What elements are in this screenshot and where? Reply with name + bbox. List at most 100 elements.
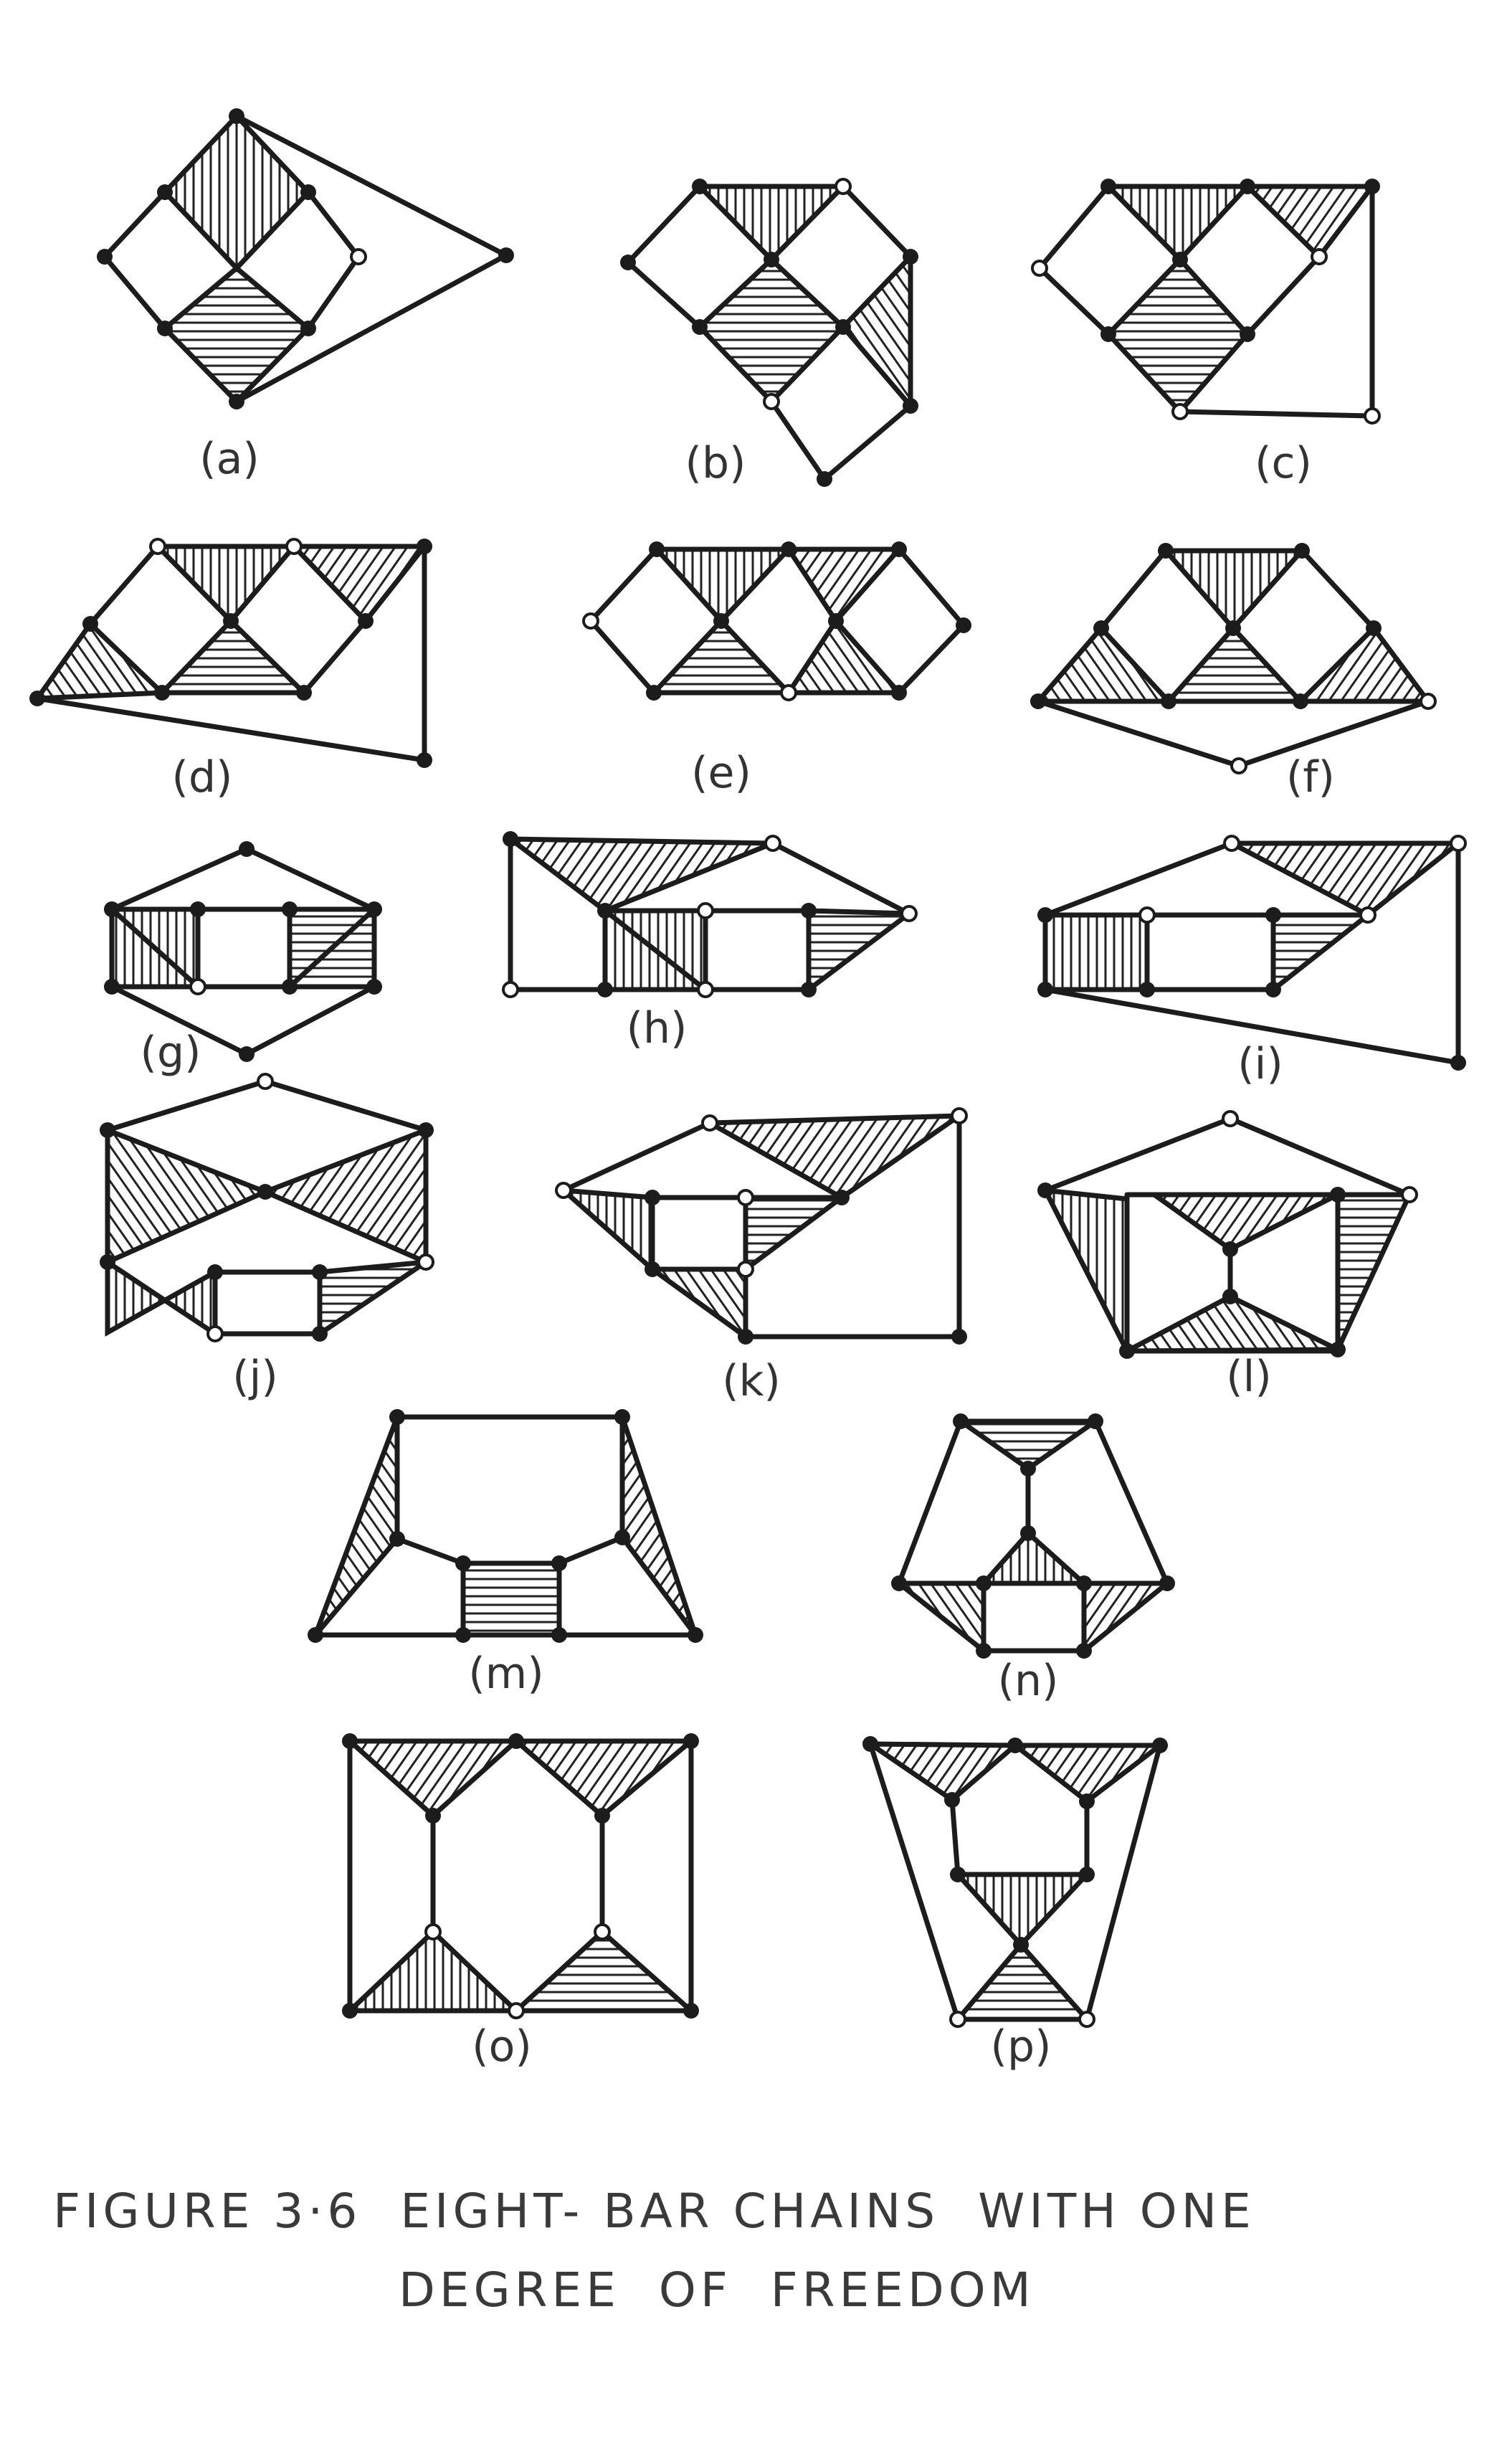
binary-link [1124, 1192, 1341, 1354]
ternary-link [1241, 184, 1378, 261]
binary-link [769, 400, 913, 482]
binary-link [867, 1743, 961, 2021]
chain-k [555, 1107, 968, 1345]
ternary-link [840, 250, 913, 413]
chain-label: (a) [199, 434, 260, 484]
ternary-link [287, 544, 430, 625]
ternary-link [556, 1187, 655, 1275]
ternary-link [1163, 624, 1306, 704]
ternary-link [700, 1113, 968, 1201]
ternary-link [862, 1741, 1022, 1803]
ternary-link [952, 1418, 1104, 1472]
chain-e [582, 541, 971, 701]
ternary-link [647, 617, 795, 696]
binary-link [703, 908, 812, 992]
chain-label: (e) [691, 748, 751, 798]
figure-caption-line-2: DEGREE OF FREEDOM [399, 2262, 1035, 2318]
ternary-link [105, 1126, 272, 1266]
binary-link [1037, 698, 1430, 769]
ternary-link [1102, 184, 1253, 264]
ternary-link [258, 1126, 429, 1266]
ternary-link [693, 184, 850, 263]
ternary-link [806, 908, 917, 995]
binary-link [625, 184, 702, 329]
ternary-link [313, 1416, 400, 1637]
chain-m [308, 1409, 703, 1643]
binary-link [302, 619, 368, 695]
chain-label: (m) [468, 1649, 543, 1699]
binary-link [1037, 184, 1111, 336]
ternary-link [619, 1416, 698, 1637]
chain-d [29, 538, 432, 768]
binary-link [588, 547, 659, 695]
chain-c [1031, 179, 1381, 425]
chain-label: (k) [722, 1356, 781, 1406]
binary-link [1044, 1116, 1411, 1198]
binary-link [562, 1120, 711, 1193]
chain-f [1030, 543, 1437, 774]
binary-link [102, 190, 167, 331]
figure-caption-line-1: FIGURE 3·6 EIGHT- BAR CHAINS WITH ONE [53, 2184, 1255, 2239]
chain-label: (i) [1237, 1039, 1283, 1089]
binary-link [1300, 549, 1376, 630]
ternary-link [1146, 1192, 1339, 1253]
binary-link [841, 184, 913, 259]
ternary-link [343, 1738, 523, 1819]
binary-link [650, 1195, 748, 1272]
ternary-link [1335, 1192, 1414, 1351]
ternary-link [1126, 1294, 1339, 1354]
chain-label: (h) [627, 1003, 688, 1053]
ternary-link [891, 1580, 986, 1656]
binary-link [897, 547, 966, 695]
chain-g [104, 841, 382, 1062]
binary-link [896, 1420, 964, 1585]
chain-b [620, 178, 918, 487]
ternary-link [784, 546, 905, 625]
chain-label: (g) [141, 1028, 201, 1078]
ternary-link [696, 256, 847, 406]
ternary-link [1294, 624, 1433, 704]
chain-label: (c) [1255, 438, 1312, 488]
chain-label: (l) [1226, 1352, 1272, 1402]
binary-link [1144, 912, 1276, 992]
ternary-link [510, 1928, 698, 2014]
ternary-link [1032, 624, 1174, 704]
binary-link [1084, 1745, 1163, 2020]
ternary-link [743, 1195, 850, 1274]
ternary-link [952, 1872, 1093, 1949]
chain-h [502, 831, 918, 998]
chain-label: (n) [998, 1656, 1059, 1706]
chain-a [97, 108, 514, 409]
quaternary-link [105, 1257, 218, 1339]
ternary-link [1270, 912, 1376, 995]
ternary-link [151, 544, 300, 625]
chain-i [1037, 835, 1467, 1071]
chain-l [1037, 1110, 1418, 1359]
binary-link [110, 846, 376, 912]
chain-n [891, 1413, 1175, 1659]
binary-link [1245, 255, 1321, 336]
binary-link [1093, 1420, 1170, 1585]
ternary-link [503, 836, 774, 914]
binary-link [771, 840, 910, 916]
ternary-link [952, 1940, 1093, 2022]
chain-p [862, 1736, 1168, 2028]
binary-link [949, 1799, 961, 1875]
ternary-link [1160, 548, 1308, 632]
binary-link [396, 1536, 465, 1566]
ternary-link [509, 1738, 698, 1819]
binary-link [981, 1580, 1087, 1654]
ternary-link [1040, 1187, 1130, 1352]
ternary-link [651, 546, 795, 625]
chain-o [342, 1733, 699, 2019]
chain-label: (f) [1286, 752, 1335, 802]
quaternary-link [1042, 912, 1150, 992]
binary-link [195, 906, 293, 990]
quaternary-link [460, 1560, 562, 1638]
chain-j [100, 1073, 434, 1342]
binary-link [1099, 549, 1168, 630]
ternary-link [645, 1266, 748, 1342]
ternary-link [32, 620, 168, 701]
ternary-link [343, 1928, 523, 2014]
